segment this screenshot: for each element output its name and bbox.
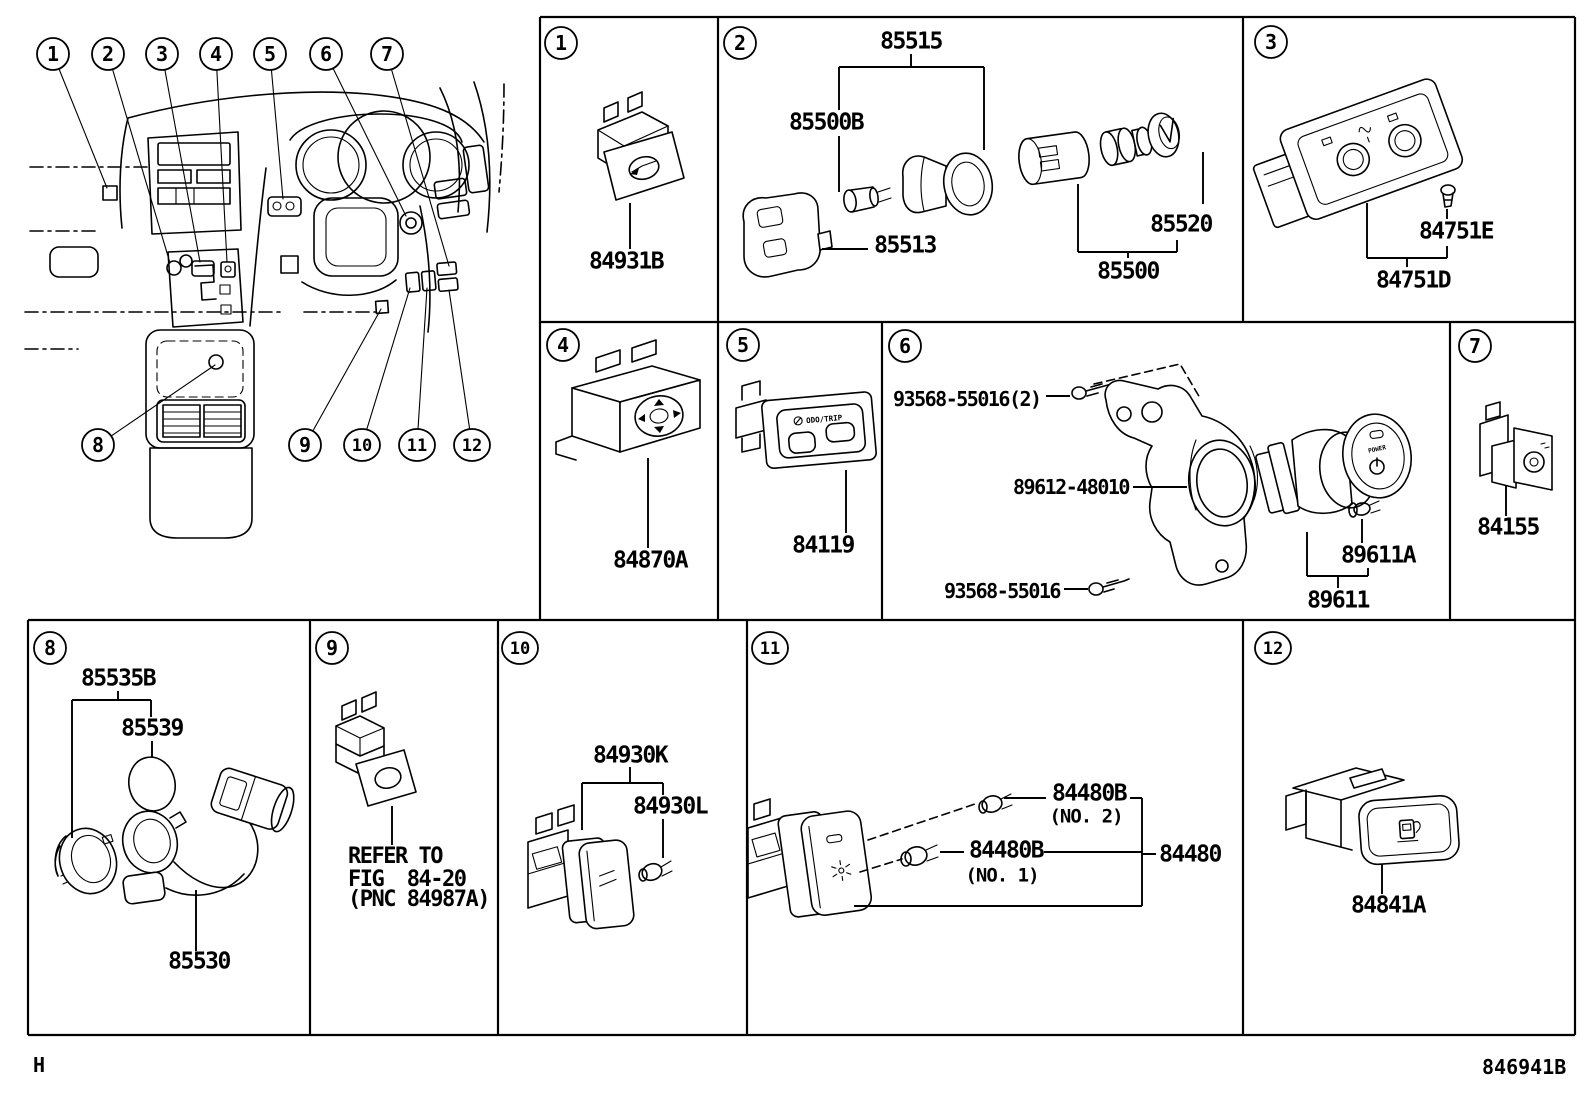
part-label-84751d: 84751D bbox=[1375, 267, 1452, 294]
callout-3: 3 bbox=[145, 37, 179, 71]
footer-doc-code: 846941B bbox=[1482, 1055, 1567, 1079]
cell7-drawing: 7 bbox=[1458, 329, 1553, 516]
cell5-drawing: ODO/TRIP 5 bbox=[726, 328, 877, 533]
cell-number-1: 1 bbox=[544, 26, 578, 60]
callout-1: 1 bbox=[36, 37, 70, 71]
part-label-85500: 85500 bbox=[1097, 258, 1160, 285]
cell-number-3: 3 bbox=[1254, 25, 1288, 59]
svg-text:11: 11 bbox=[760, 639, 780, 659]
part-label-85535b: 85535B bbox=[80, 665, 157, 692]
footer-page-letter: H bbox=[33, 1053, 46, 1077]
cell4-drawing: 4 bbox=[546, 328, 701, 548]
svg-text:9: 9 bbox=[326, 636, 338, 660]
callout-7: 7 bbox=[370, 37, 404, 71]
svg-text:4: 4 bbox=[557, 333, 569, 357]
cell8-drawing: 8 bbox=[33, 631, 295, 951]
refer-note-line-1: REFER TO bbox=[348, 844, 443, 869]
cell-number-4: 4 bbox=[546, 328, 580, 362]
svg-text:2: 2 bbox=[734, 31, 746, 55]
cell-number-8: 8 bbox=[33, 631, 67, 665]
cell11-drawing: 11 bbox=[747, 631, 1156, 918]
cell12-drawing: 12 bbox=[1254, 631, 1460, 894]
callout-badges: 1 2 3 4 5 6 7 8 9 10 11 12 bbox=[36, 37, 491, 462]
callout-8: 8 bbox=[81, 428, 115, 462]
cell-number-6: 6 bbox=[888, 329, 922, 363]
part-label-84931b: 84931B bbox=[588, 248, 665, 275]
refer-note-line-3: (PNC 84987A) bbox=[348, 887, 490, 912]
callout-4: 4 bbox=[199, 37, 233, 71]
svg-text:2: 2 bbox=[102, 42, 114, 66]
callout-12: 12 bbox=[453, 428, 491, 462]
part-label-84870a: 84870A bbox=[612, 547, 689, 574]
callout-9: 9 bbox=[288, 428, 322, 462]
part-label-85530: 85530 bbox=[168, 948, 231, 975]
svg-text:1: 1 bbox=[47, 42, 59, 66]
power-face-text: POWER bbox=[1368, 444, 1388, 455]
callout-5: 5 bbox=[253, 37, 287, 71]
part-label-84119: 84119 bbox=[792, 532, 855, 559]
svg-text:12: 12 bbox=[462, 436, 482, 456]
part-label-84930k: 84930K bbox=[592, 742, 669, 769]
part-note-no1: (NO. 1) bbox=[965, 864, 1039, 887]
svg-text:10: 10 bbox=[510, 639, 530, 659]
cell-number-10: 10 bbox=[501, 631, 539, 665]
svg-text:5: 5 bbox=[737, 333, 749, 357]
dashboard-overview-drawing bbox=[24, 53, 505, 539]
svg-text:8: 8 bbox=[44, 636, 56, 660]
svg-text:12: 12 bbox=[1263, 639, 1283, 659]
callout-2: 2 bbox=[91, 37, 125, 71]
cell9-drawing: 9 bbox=[315, 631, 417, 845]
svg-text:7: 7 bbox=[1469, 334, 1481, 358]
callout-leader-lines bbox=[52, 53, 473, 446]
part-label-84155: 84155 bbox=[1477, 514, 1540, 541]
callout-6: 6 bbox=[309, 37, 343, 71]
part-label-85500b: 85500B bbox=[788, 109, 865, 136]
svg-text:3: 3 bbox=[156, 42, 168, 66]
part-label-89612-48010: 89612-48010 bbox=[1013, 475, 1130, 499]
cell2-drawing: 2 bbox=[723, 26, 1204, 278]
cell-number-9: 9 bbox=[315, 631, 349, 665]
part-label-84480b-no2: 84480B bbox=[1051, 780, 1128, 807]
part-label-84751e: 84751E bbox=[1418, 218, 1495, 245]
part-label-85513: 85513 bbox=[874, 232, 937, 259]
svg-text:5: 5 bbox=[264, 42, 276, 66]
grid-lines bbox=[26, 15, 1577, 1037]
part-label-84841a: 84841A bbox=[1350, 892, 1427, 919]
svg-text:6: 6 bbox=[899, 334, 911, 358]
part-label-85515: 85515 bbox=[880, 28, 943, 55]
part-label-84480: 84480 bbox=[1159, 841, 1222, 868]
svg-text:7: 7 bbox=[381, 42, 393, 66]
part-note-no2: (NO. 2) bbox=[1049, 805, 1123, 828]
callout-11: 11 bbox=[398, 428, 436, 462]
odo-trip-face-text: ODO/TRIP bbox=[806, 413, 843, 425]
cell1-drawing: 1 bbox=[544, 26, 685, 249]
svg-text:4: 4 bbox=[210, 42, 222, 66]
cell3-drawing: 3 bbox=[1252, 25, 1464, 267]
callout-10: 10 bbox=[343, 428, 381, 462]
part-label-85520: 85520 bbox=[1150, 211, 1213, 238]
part-label-89611: 89611 bbox=[1307, 587, 1370, 614]
cell6-drawing: POWER 6 bbox=[888, 329, 1412, 596]
svg-text:3: 3 bbox=[1265, 30, 1277, 54]
svg-text:11: 11 bbox=[407, 436, 427, 456]
cell10-drawing: 10 bbox=[501, 631, 673, 930]
svg-text:9: 9 bbox=[299, 433, 311, 457]
svg-text:8: 8 bbox=[92, 433, 104, 457]
part-label-84480b-no1: 84480B bbox=[968, 837, 1045, 864]
part-label-93568-55016-2: 93568-55016(2) bbox=[893, 387, 1042, 411]
cell-number-12: 12 bbox=[1254, 631, 1292, 665]
part-label-93568-55016: 93568-55016 bbox=[944, 579, 1061, 603]
part-label-85539: 85539 bbox=[121, 715, 184, 742]
svg-text:6: 6 bbox=[320, 42, 332, 66]
refer-note-line-2: FIG 84-20 bbox=[348, 867, 467, 892]
svg-text:1: 1 bbox=[555, 31, 567, 55]
cell-number-2: 2 bbox=[723, 26, 757, 60]
cell-number-5: 5 bbox=[726, 328, 760, 362]
part-label-89611a: 89611A bbox=[1340, 542, 1417, 569]
part-label-84930l: 84930L bbox=[632, 793, 709, 820]
svg-text:10: 10 bbox=[352, 436, 372, 456]
cell-number-11: 11 bbox=[751, 631, 789, 665]
cell-number-7: 7 bbox=[1458, 329, 1492, 363]
